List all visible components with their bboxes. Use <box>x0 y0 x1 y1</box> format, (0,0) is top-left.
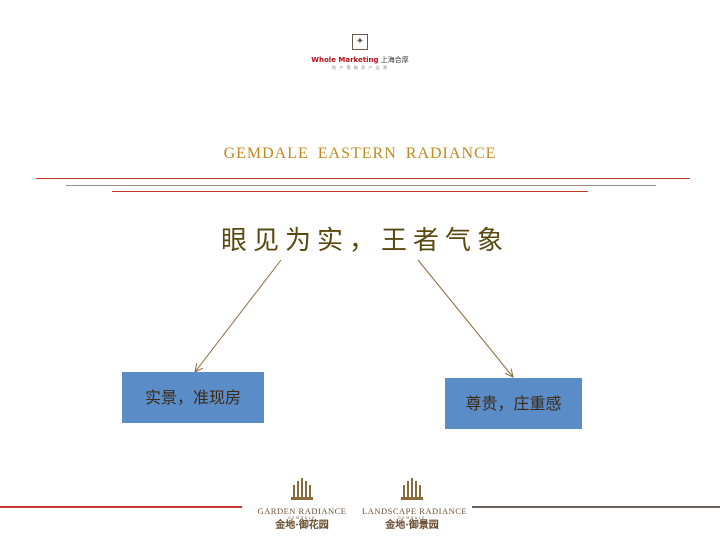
crown-emblem-icon <box>291 478 313 500</box>
logo-brand-cn: 上海合厚 <box>380 56 409 64</box>
main-heading: 眼见为实，王者气象 <box>220 226 509 256</box>
garden-radiance-logo: GARDEN RADIANCE GEMDALE 金地·御花园 <box>252 476 352 532</box>
box-right-label: 尊贵，庄重感 <box>465 394 562 413</box>
crown-emblem-icon <box>401 478 423 500</box>
star-emblem-icon <box>352 34 368 50</box>
footer-line-left <box>0 506 242 508</box>
arrow-left <box>195 259 282 372</box>
landscape-cn: 金地·御景园 <box>385 520 439 531</box>
box-left: 实景，准现房 <box>122 372 264 423</box>
logo-text: Whole Marketing 上海合厚 <box>300 56 420 64</box>
landscape-radiance-logo: LANDSCAPE RADIANCE GEMDALE 金地·御景园 <box>362 476 468 532</box>
landscape-en: LANDSCAPE RADIANCE <box>362 506 468 516</box>
landscape-sub: GEMDALE <box>398 516 426 520</box>
divider-line-2 <box>66 185 656 186</box>
logo-brand: Whole Marketing <box>311 56 379 64</box>
logo-tagline: 地 产 策 略 资 产 运 营 <box>332 65 388 70</box>
arrow-right <box>417 259 513 377</box>
garden-sub: GEMDALE <box>288 516 316 520</box>
whole-marketing-logo: Whole Marketing 上海合厚 地 产 策 略 资 产 运 营 <box>300 34 420 74</box>
page-title-en: GEMDALE EASTERN RADIANCE <box>223 145 497 162</box>
divider-line-1 <box>36 178 690 179</box>
box-right: 尊贵，庄重感 <box>445 378 582 429</box>
footer-line-right <box>472 506 720 508</box>
garden-cn: 金地·御花园 <box>275 520 329 531</box>
box-left-label: 实景，准现房 <box>144 388 241 407</box>
divider-line-3 <box>112 191 588 192</box>
garden-en: GARDEN RADIANCE <box>257 506 347 516</box>
